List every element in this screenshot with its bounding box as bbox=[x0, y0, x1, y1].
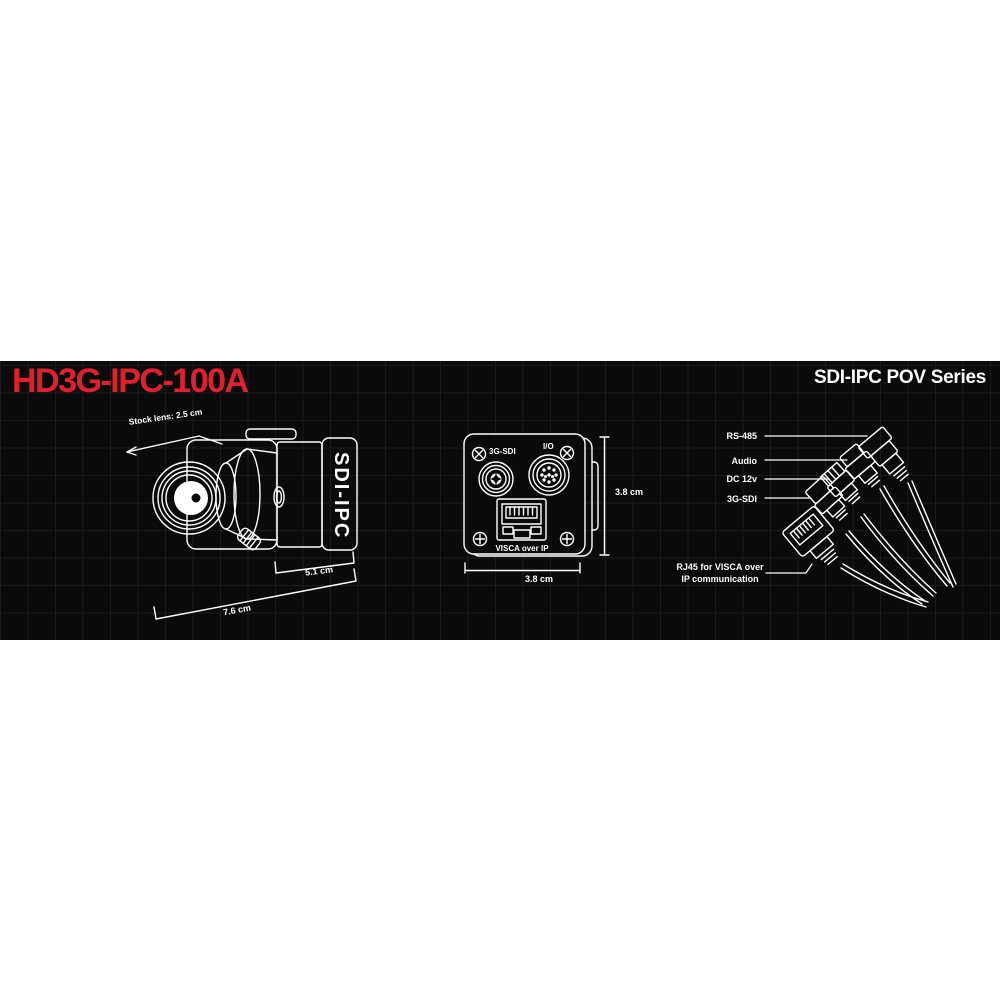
rear-sdi-port-label: 3G-SDI bbox=[489, 447, 516, 456]
panel-height-label: 3.8 cm bbox=[615, 487, 644, 497]
stock-lens-note: Stock lens: 2.5 cm bbox=[128, 406, 203, 427]
cable-label-audio: Audio bbox=[731, 456, 758, 466]
cable-label-dc12v: DC 12v bbox=[726, 474, 757, 484]
rj45-note: RJ45 for VISCA over IP communication bbox=[658, 561, 782, 585]
rear-io-port-label: I/O bbox=[543, 442, 554, 451]
camera-side-panel bbox=[321, 437, 358, 551]
screw-icon bbox=[471, 445, 575, 547]
height-dimension-line bbox=[599, 436, 610, 556]
cable-breakout-drawing bbox=[764, 426, 957, 608]
panel-width-label: 3.8 cm bbox=[524, 574, 554, 584]
cable-leader-lines bbox=[764, 435, 868, 574]
side-hole-icon bbox=[273, 486, 285, 508]
rj45-plug-icon bbox=[782, 506, 838, 566]
focus-screw-icon bbox=[236, 527, 262, 551]
audio-connector-icon bbox=[839, 443, 881, 488]
rear-side-tab bbox=[591, 461, 599, 531]
side-hole-inner bbox=[275, 490, 283, 504]
depth-dimension-line bbox=[274, 551, 355, 574]
width-dimension-line bbox=[464, 562, 581, 574]
lens-barrel bbox=[215, 448, 278, 541]
sdi-connector-icon bbox=[805, 476, 848, 521]
dc12v-connector-icon bbox=[819, 461, 861, 505]
rj45-jack-icon bbox=[496, 498, 547, 541]
cable-label-3gsdi: 3G-SDI bbox=[726, 494, 757, 504]
rj45-note-line1: RJ45 for VISCA over bbox=[676, 562, 764, 572]
camera-rear-view-drawing bbox=[463, 433, 610, 574]
cable-lines bbox=[840, 480, 957, 608]
camera-body-brand-label: SDI-IPC bbox=[330, 452, 352, 540]
rj45-note-line2: IP communication bbox=[681, 574, 759, 584]
cable-label-rs485: RS-485 bbox=[726, 431, 757, 441]
camera-top-tab bbox=[245, 428, 297, 440]
model-number-title: HD3G-IPC-100A bbox=[12, 362, 249, 400]
depth-dimension-label: 5.1 cm bbox=[304, 564, 334, 578]
io-connector-icon bbox=[528, 454, 570, 496]
series-name: SDI-IPC POV Series bbox=[813, 367, 986, 388]
length-dimension-label: 7.6 cm bbox=[222, 602, 252, 618]
bnc-connector-icon bbox=[478, 461, 514, 497]
length-dimension-line bbox=[153, 568, 357, 620]
lens-icon bbox=[152, 461, 226, 535]
rear-rj45-port-label: VISCA over IP bbox=[495, 544, 549, 553]
stock-lens-leader-line bbox=[126, 435, 223, 456]
camera-side-view-drawing bbox=[126, 428, 358, 620]
